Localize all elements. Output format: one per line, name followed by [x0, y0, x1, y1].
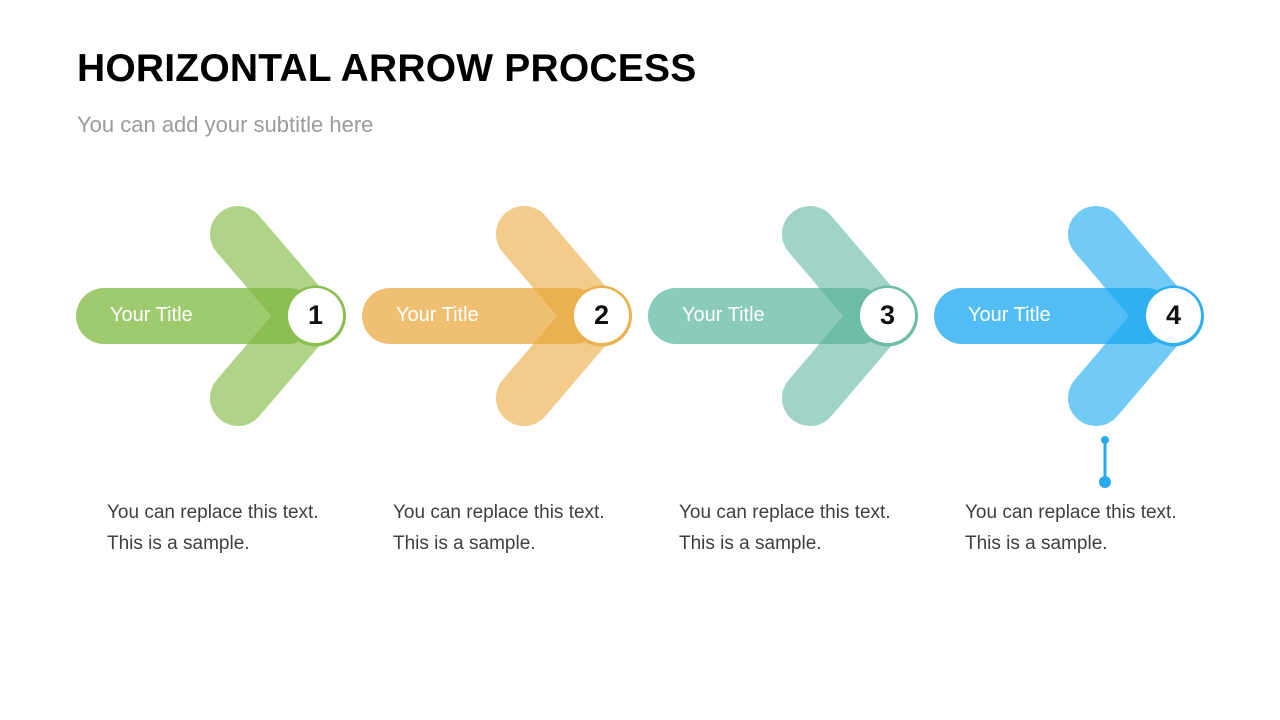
step-title-label: Your Title	[396, 304, 479, 326]
step-caption-text: You can replace this text. This is a sam…	[679, 502, 891, 554]
step-number-badge: 3	[860, 288, 915, 343]
step-connector-marker	[1094, 432, 1116, 490]
step-caption-text: You can replace this text. This is a sam…	[107, 502, 319, 554]
connector-dot-top	[1101, 436, 1109, 444]
slide-header: HORIZONTAL ARROW PROCESS You can add you…	[77, 47, 1197, 138]
step-title-label: Your Title	[682, 304, 765, 326]
step-number-badge: 4	[1146, 288, 1201, 343]
step-pill-bar	[934, 288, 1174, 344]
step-number-badge: 1	[288, 288, 343, 343]
step-pill-bar	[648, 288, 888, 344]
connector-dot-bottom	[1099, 476, 1111, 488]
step-caption-text: You can replace this text. This is a sam…	[965, 502, 1177, 554]
step-pill-bar	[76, 288, 316, 344]
step-number-badge: 2	[574, 288, 629, 343]
page-subtitle: You can add your subtitle here	[77, 112, 374, 138]
page-title: HORIZONTAL ARROW PROCESS	[77, 47, 697, 90]
step-pill-bar	[362, 288, 602, 344]
step-title-label: Your Title	[968, 304, 1051, 326]
step-title-label: Your Title	[110, 304, 193, 326]
step-caption-text: You can replace this text. This is a sam…	[393, 502, 605, 554]
